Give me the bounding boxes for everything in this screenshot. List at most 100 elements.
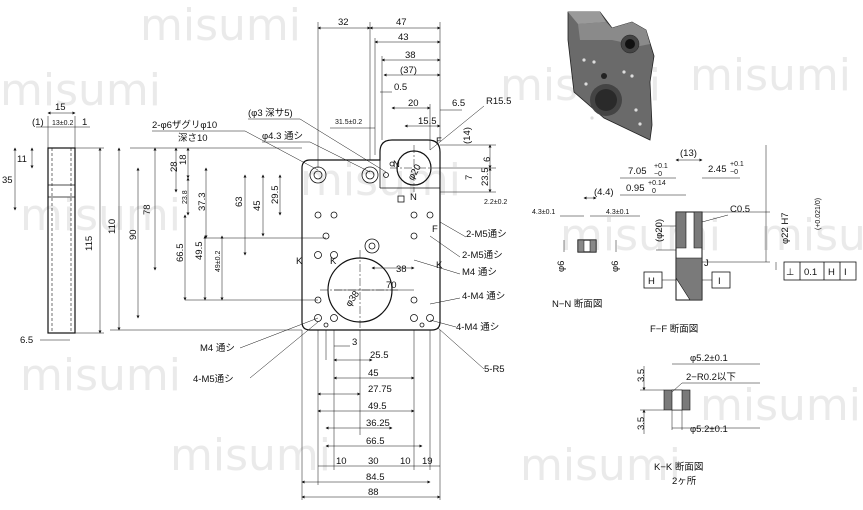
dim-63: 63 — [234, 196, 245, 207]
dim-23-5: 23.5 — [480, 168, 491, 187]
tol-lo: −0 — [654, 171, 662, 178]
dim-49-5-bot: 49.5 — [368, 401, 387, 412]
dim-28: 28 — [169, 161, 180, 172]
dim-2-2: 2.2±0.2 — [484, 199, 507, 206]
dim-10-a: 10 — [336, 456, 347, 467]
dim-27-75: 27.75 — [368, 384, 392, 395]
watermark: misumi — [690, 50, 851, 101]
datum-i: I — [718, 276, 721, 287]
right-callouts: 2-M5通シ 2-M5通シ M4 通シ 4-M4 通シ 4-M4 通シ 5-R5… — [193, 221, 507, 385]
callout-2-m5b: 2-M5通シ — [462, 250, 503, 261]
fcf-tolerance: 0.1 — [804, 267, 817, 278]
side-view-outline — [47, 147, 76, 334]
dim-r15-5: R15.5 — [486, 96, 511, 107]
watermark: misumi — [700, 380, 861, 431]
dim-6-5: 6.5 — [20, 335, 33, 346]
dim-6: 6 — [482, 157, 493, 162]
dim-7-05: 7.05 — [628, 166, 647, 177]
dim-3: 3 — [352, 337, 357, 348]
callout-4-m5: 4-M5通シ — [193, 374, 234, 385]
callout-4-m4: 4-M4 通シ — [462, 291, 505, 302]
callout-m4: M4 通シ — [462, 267, 497, 278]
section-mark-k: K — [296, 256, 303, 267]
dim-phi22: φ22 H7 — [780, 212, 791, 244]
dim-2-45: 2.45 — [708, 164, 727, 175]
section-n-n-title: N−N 断面図 — [552, 298, 602, 310]
dim-90: 90 — [128, 229, 139, 240]
dim-4-3b: 4.3±0.1 — [606, 209, 629, 216]
dim-phi5-2a: φ5.2±0.1 — [690, 353, 728, 364]
dim-13-paren: (13) — [680, 148, 697, 159]
feature-control-frame — [783, 261, 857, 281]
section-k-k-title: K−K 断面図 — [654, 461, 703, 473]
fcf-perpendicular: ⊥ — [786, 267, 794, 278]
dim-23-8: 23.8 — [182, 190, 189, 204]
dim-84-5: 84.5 — [366, 472, 385, 483]
dim-6-5: 6.5 — [452, 98, 465, 109]
fcf-datum-h: H — [828, 267, 835, 278]
dim-66-5: 66.5 — [175, 244, 186, 263]
section-mark-n: N — [410, 192, 417, 203]
dim-10-b: 10 — [400, 456, 411, 467]
label-j: J — [704, 258, 709, 269]
callout-r5: 5-R5 — [484, 364, 505, 375]
watermark: misumi — [20, 190, 181, 241]
dim-phi6-b: φ6 — [610, 261, 621, 272]
left-callouts: 2-φ6ザグリφ10 深さ10 (φ3 深サ5) φ4.3 通シ — [152, 108, 387, 173]
callout-depth: 深さ10 — [178, 133, 208, 144]
dim-7: 7 — [464, 175, 475, 180]
callout-phi43: φ4.3 通シ — [262, 131, 303, 142]
watermark-group: misumi misumi misumi misumi misumi misum… — [0, 0, 863, 491]
dim-110: 110 — [107, 219, 118, 234]
watermark: misumi — [300, 155, 461, 206]
dim-35: 35 — [2, 175, 13, 186]
dim-phi6-a: φ6 — [556, 261, 567, 272]
dim-78: 78 — [142, 204, 153, 215]
dim-0-5: 0.5 — [394, 82, 407, 93]
watermark: misumi — [20, 350, 181, 401]
dim-0-95: 0.95 — [626, 183, 645, 194]
dim-2-r0-2: 2−R0.2以下 — [686, 372, 736, 383]
vertical-dimensions: 78 28 18 23.8 37.3 63 45 29.5 110 90 66.… — [107, 147, 326, 331]
dim-18: 18 — [178, 154, 189, 165]
section-k-k-count: 2ヶ所 — [672, 476, 697, 487]
dim-4-3a: 4.3±0.1 — [532, 209, 555, 216]
dim-37: (37) — [400, 65, 417, 76]
dim-49-5: 49.5 — [194, 242, 205, 261]
dim-phi5-2b: φ5.2±0.1 — [690, 424, 728, 435]
dim-43: 43 — [398, 32, 409, 43]
dim-30: 30 — [368, 456, 379, 467]
dim-3-5b: 3.5 — [636, 417, 647, 430]
section-mark-f: F — [432, 224, 438, 235]
section-f-f: (13) 7.05 +0.1 −0 0.95 +0.14 0 2.45 +0.1… — [620, 145, 857, 335]
section-mark-n: N — [393, 159, 400, 170]
label-phi38: φ38 — [343, 289, 362, 309]
datum-h: H — [648, 276, 655, 287]
dim-11: 11 — [17, 154, 27, 165]
tol-lo: −0 — [730, 169, 738, 176]
side-view: 15 (1) 13±0.2 1 11 35 115 6.5 — [2, 102, 104, 346]
dim-phi22-tol: (+0.021/0) — [815, 198, 822, 230]
callout-counterbore: 2-φ6ザグリφ10 — [152, 119, 217, 131]
dim-32: 32 — [338, 17, 349, 28]
section-mark-k: K — [330, 256, 337, 267]
dim-c0-5: C0.5 — [730, 204, 750, 215]
dim-13: 13±0.2 — [52, 120, 73, 127]
dim-15-5: 15.5 — [418, 116, 437, 127]
dim-47: 47 — [396, 17, 407, 28]
watermark: misumi — [0, 65, 161, 116]
dim-25-5: 25.5 — [370, 350, 389, 361]
dim-36-25: 36.25 — [366, 418, 390, 429]
callout-phi3: (φ3 深サ5) — [248, 108, 293, 119]
dim-1: 1 — [82, 117, 87, 128]
callout-m4-left: M4 通シ — [200, 343, 235, 354]
dim-45-bot: 45 — [368, 368, 379, 379]
dim-115: 115 — [84, 236, 95, 251]
tol-up: +0.14 — [648, 180, 666, 187]
dim-29-5: 29.5 — [270, 186, 281, 205]
callout-4-m4b: 4-M4 通シ — [456, 322, 499, 333]
dim-14-paren: (14) — [462, 127, 473, 144]
dim-88: 88 — [368, 487, 379, 498]
watermark: misumi — [760, 210, 863, 261]
